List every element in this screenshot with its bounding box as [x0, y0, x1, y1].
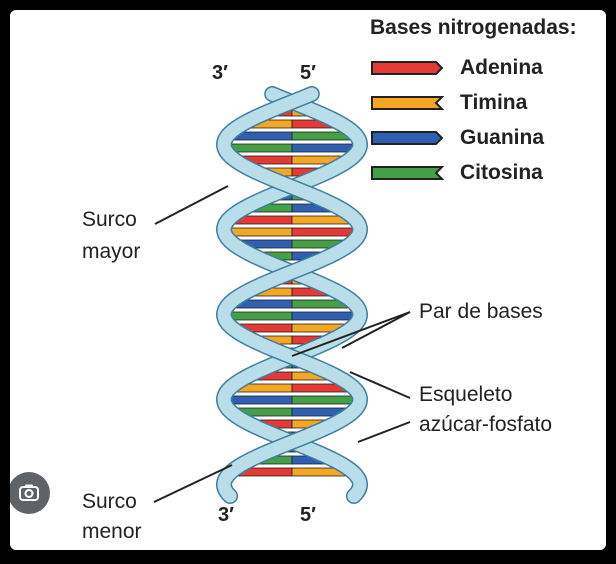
base-left [228, 395, 293, 405]
sugar-phosphate-backbone [215, 86, 369, 504]
base-right [291, 143, 355, 153]
end-label-bottom-5prime: 5′ [300, 504, 316, 526]
thymine-swatch [371, 96, 444, 110]
backbone-label-line1: Esqueleto [419, 383, 513, 406]
camera-lens-glyph [19, 484, 39, 501]
major-groove-label-line2: mayor [82, 240, 141, 263]
legend-title: Bases nitrogenadas: [370, 16, 577, 39]
major-groove-label-line1: Surco [82, 208, 137, 231]
image-frame: Bases nitrogenadas: Adenina Timina Guani… [10, 10, 606, 550]
backbone-pointer-1 [349, 371, 411, 399]
dna-diagram [153, 86, 411, 504]
guanine-swatch [371, 131, 444, 145]
minor-groove-pointer [153, 464, 233, 503]
backbone-strand-1 [217, 87, 367, 503]
legend-item-adenine: Adenina [370, 56, 543, 80]
base-right [291, 311, 356, 321]
legend-label-guanine: Guanina [460, 126, 545, 149]
legend-item-cytosine: Citosina [370, 161, 543, 185]
major-groove-pointer [154, 185, 229, 225]
minor-groove-label-line2: menor [82, 520, 142, 543]
legend-label-thymine: Timina [460, 91, 528, 114]
end-label-bottom-3prime: 3′ [218, 504, 234, 526]
base-left [229, 143, 293, 153]
base-right [291, 227, 356, 237]
end-label-top-5prime: 5′ [300, 62, 316, 84]
base-left [228, 227, 293, 237]
adenine-swatch [371, 61, 444, 75]
base-pair-pointer-2 [341, 311, 411, 349]
backbone-label-line2: azúcar-fosfato [419, 413, 553, 436]
base-right [291, 395, 356, 405]
legend-label-cytosine: Citosina [460, 161, 543, 184]
backbone-pointer-2 [357, 421, 411, 443]
base-left [228, 311, 293, 321]
minor-groove-label-line1: Surco [82, 490, 137, 513]
backbone-strand-2 [217, 87, 367, 503]
leader-lines [153, 185, 411, 503]
legend-label-adenine: Adenina [460, 56, 543, 79]
legend-item-thymine: Timina [370, 91, 527, 115]
end-label-top-3prime: 3′ [212, 62, 228, 84]
base-pair-pointer-1 [291, 311, 411, 357]
visual-search-icon[interactable] [10, 472, 50, 514]
cytosine-swatch [371, 166, 444, 180]
legend-item-guanine: Guanina [370, 126, 544, 150]
base-pair-label: Par de bases [419, 300, 543, 323]
